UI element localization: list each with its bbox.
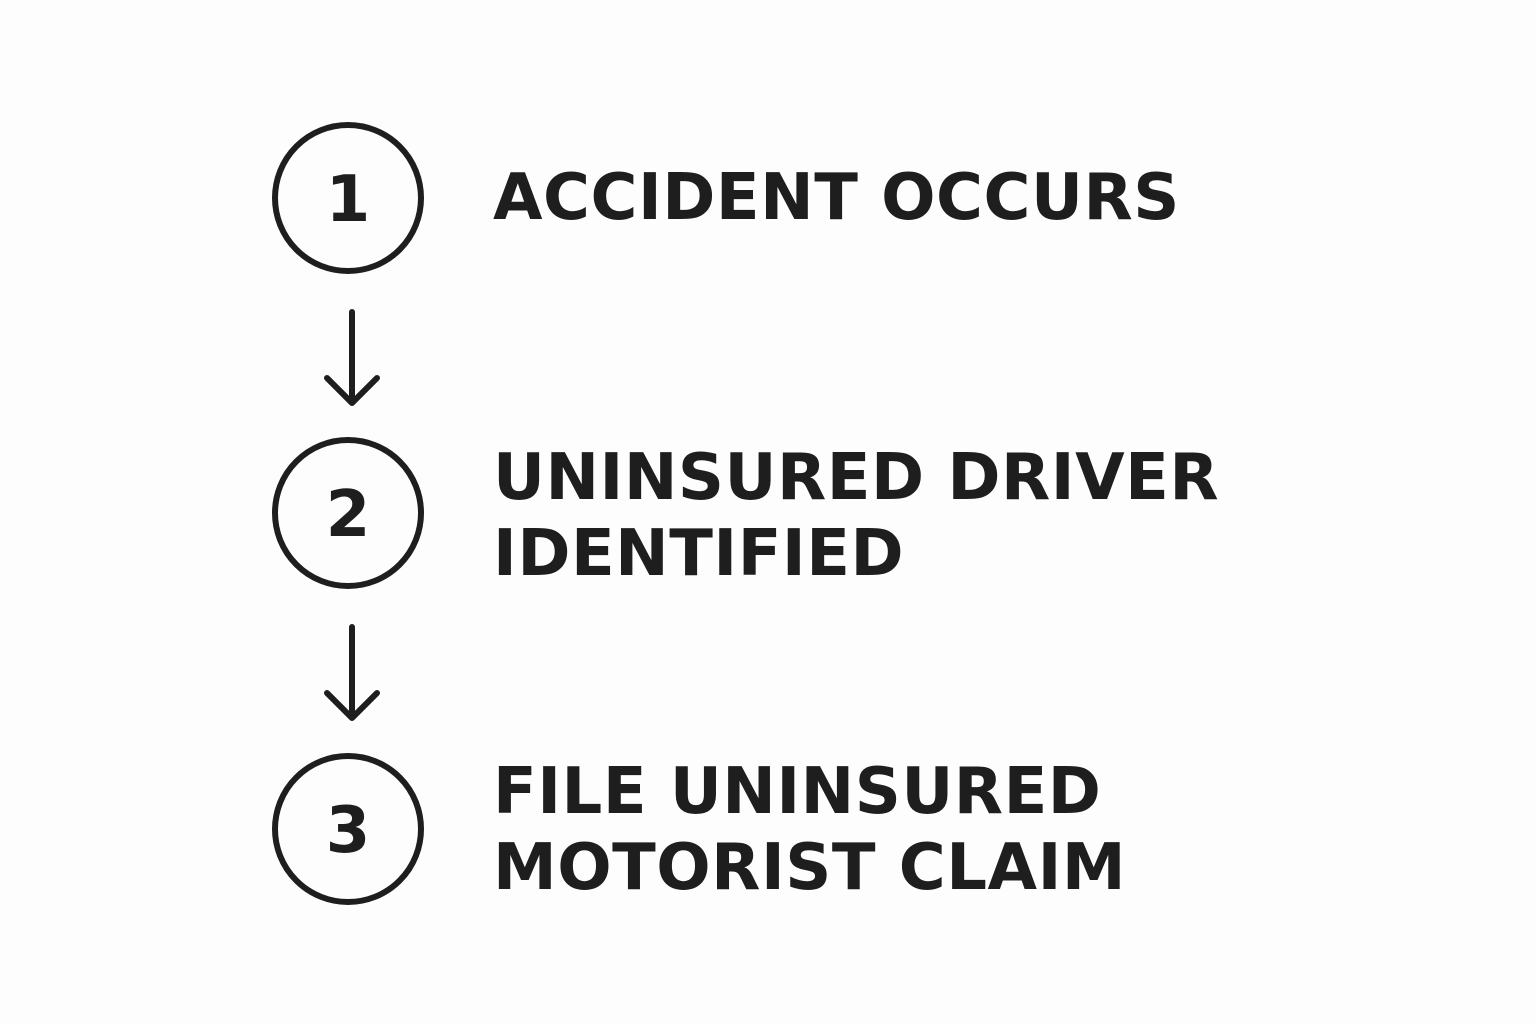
arrow-down-icon	[324, 309, 380, 406]
step-2-label-line-1: UNINSURED DRIVER	[493, 441, 1220, 515]
step-3-number: 3	[325, 794, 371, 868]
step-2-circle: 2	[272, 437, 424, 589]
arrow-down-icon	[324, 624, 380, 721]
step-3-label: FILE UNINSURED MOTORIST CLAIM	[493, 754, 1126, 906]
step-3-label-line-1: FILE UNINSURED	[493, 755, 1102, 829]
step-3-label-line-2: MOTORIST CLAIM	[493, 831, 1127, 905]
step-1-number: 1	[325, 163, 371, 237]
step-3-circle: 3	[272, 753, 424, 905]
step-1-label: ACCIDENT OCCURS	[493, 160, 1180, 236]
step-1-circle: 1	[272, 122, 424, 274]
step-2-label: UNINSURED DRIVER IDENTIFIED	[493, 440, 1219, 592]
step-2-label-line-2: IDENTIFIED	[493, 517, 905, 591]
step-1-label-line-1: ACCIDENT OCCURS	[493, 161, 1180, 235]
step-2-number: 2	[325, 478, 371, 552]
